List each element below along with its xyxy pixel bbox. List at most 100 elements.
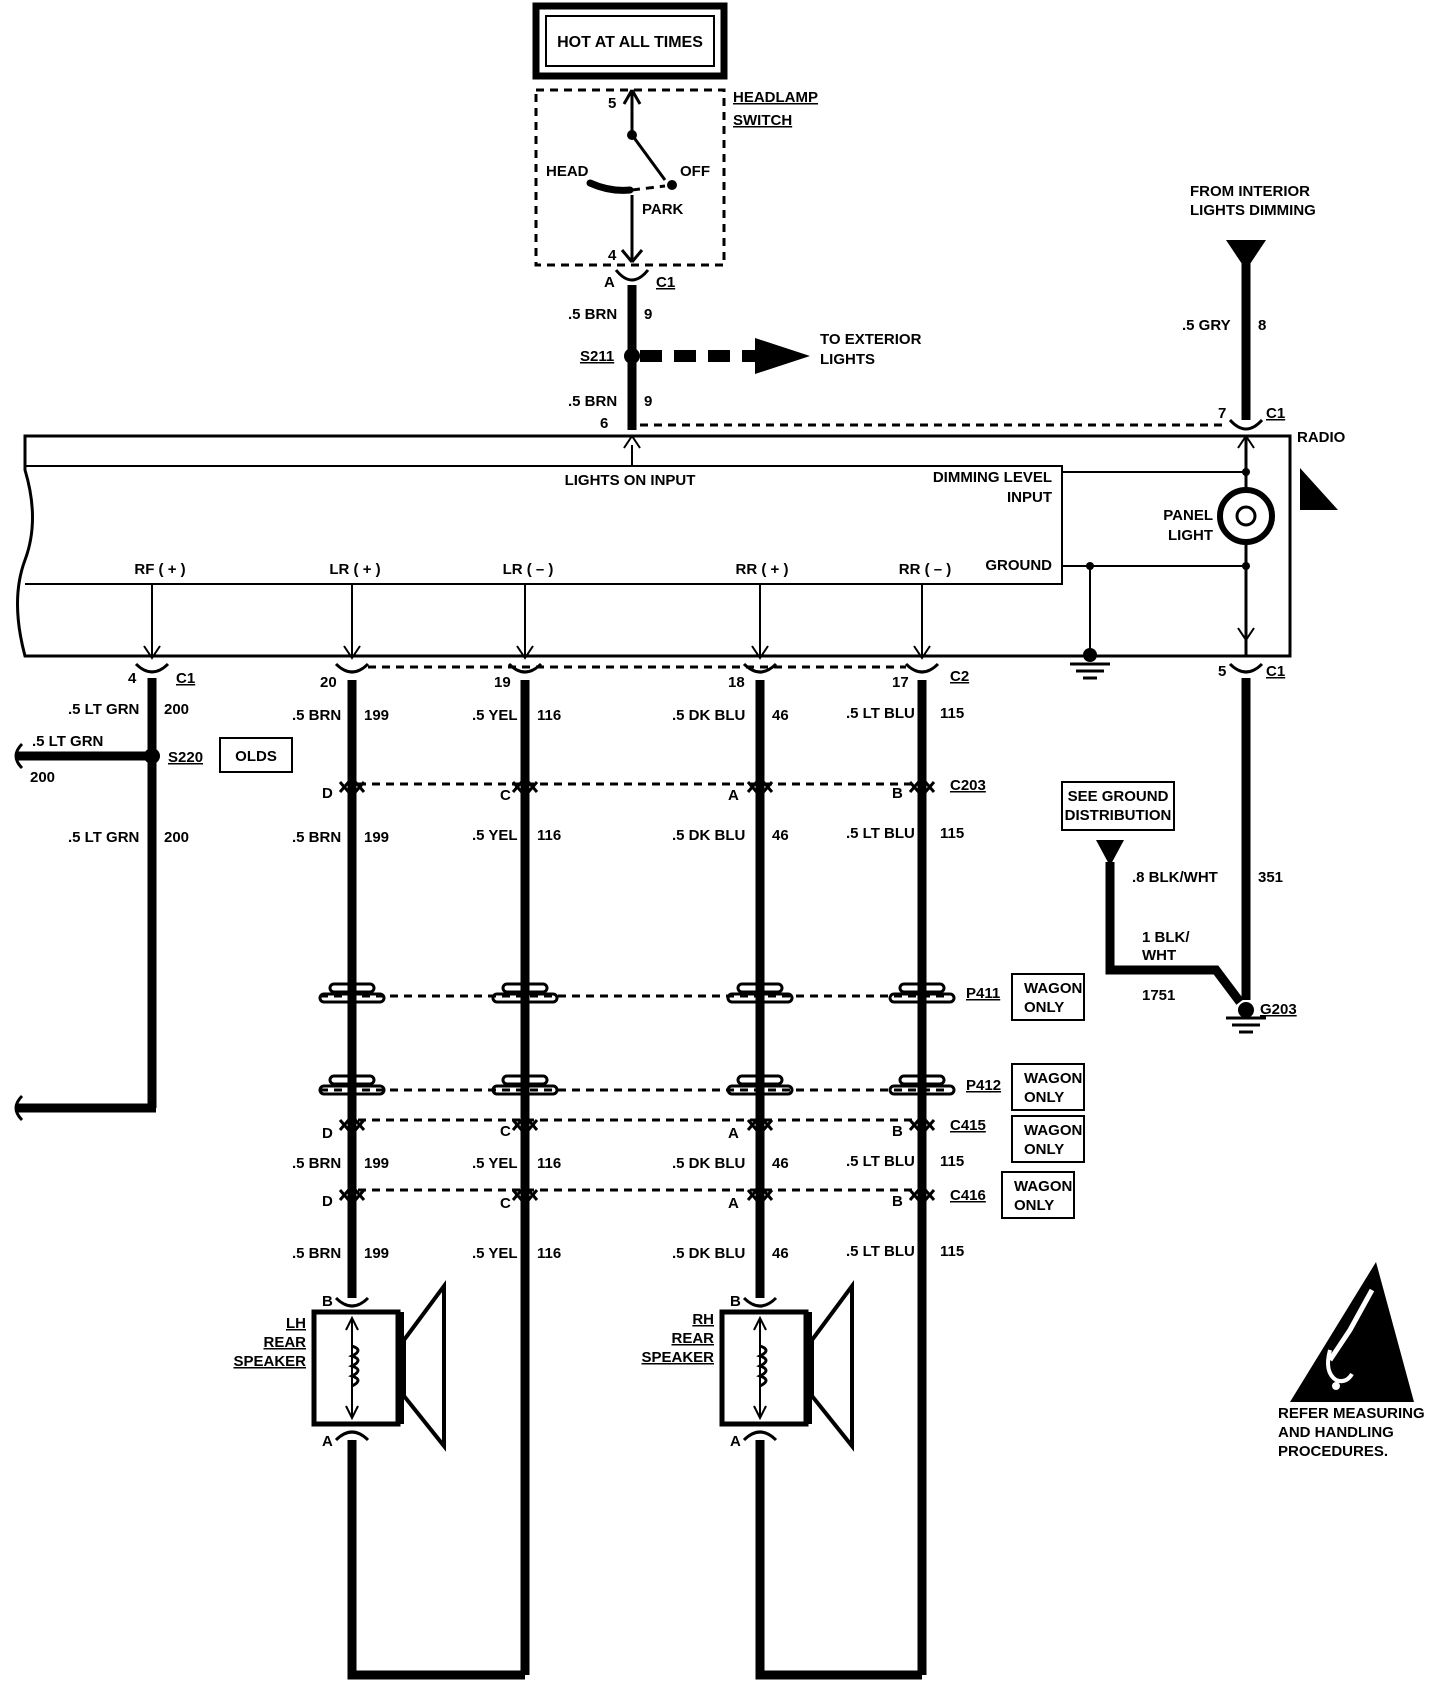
rh-speaker-2: REAR <box>671 1330 714 1347</box>
wire-116-r1: 116 <box>537 707 561 724</box>
pin-19: 19 <box>494 674 511 691</box>
wire-116-r2: 116 <box>537 827 561 844</box>
c415-pin-a: A <box>728 1125 739 1142</box>
c415-wagon-1: WAGON <box>1024 1122 1082 1139</box>
esd-note-1: REFER MEASURING <box>1278 1405 1425 1422</box>
wire-46-r1: 46 <box>772 707 789 724</box>
wire-05-gry: .5 GRY <box>1182 317 1231 334</box>
ground-g203: G203 <box>1260 1001 1297 1018</box>
radio-label: RADIO <box>1297 429 1346 446</box>
from-interior-2: LIGHTS DIMMING <box>1190 202 1316 219</box>
wire-brn-r4: .5 BRN <box>292 1245 341 1262</box>
rh-pin-b: B <box>730 1293 741 1310</box>
c415-pin-b: B <box>892 1123 903 1140</box>
olds-label: OLDS <box>235 748 277 765</box>
c415-pin-c: C <box>500 1123 511 1140</box>
grommet-p411-row: P411 WAGON ONLY <box>318 973 1085 1021</box>
pin-a: A <box>604 274 615 291</box>
connector-c203: C203 <box>950 777 986 794</box>
connector-c415: C415 <box>950 1117 986 1134</box>
wire-brn-r1: .5 BRN <box>292 707 341 724</box>
lh-rear-speaker: B A LH REAR SPEAKER <box>233 1279 446 1452</box>
c415-wagon-2: ONLY <box>1024 1141 1064 1158</box>
see-ground-2: DISTRIBUTION <box>1065 807 1172 824</box>
esd-note-3: PROCEDURES. <box>1278 1443 1388 1460</box>
headlamp-switch-label-2: SWITCH <box>733 112 792 129</box>
c415-pin-d: D <box>322 1125 333 1142</box>
connector-p411: P411 <box>966 985 1000 1002</box>
rh-speaker-1: RH <box>692 1311 714 1328</box>
c416-pin-a: A <box>728 1195 739 1212</box>
lh-pin-a: A <box>322 1433 333 1450</box>
lights-on-circuit: A C1 .5 BRN 9 S211 TO EXTERIOR LIGHTS .5… <box>568 269 1228 432</box>
wire-115-r4: 115 <box>940 1243 964 1260</box>
switch-park-label: PARK <box>642 201 684 218</box>
to-exterior-2: LIGHTS <box>820 351 875 368</box>
lights-on-input-label: LIGHTS ON INPUT <box>565 472 696 489</box>
c416-pin-c: C <box>500 1195 511 1212</box>
wire-46-r2: 46 <box>772 827 789 844</box>
wire-ltblu-r2: .5 LT BLU <box>846 825 915 842</box>
wire-05-brn-upper: .5 BRN <box>568 306 617 323</box>
wire-199-r4: 199 <box>364 1245 389 1262</box>
pin-6: 6 <box>600 415 608 432</box>
c416-wagon-2: ONLY <box>1014 1197 1054 1214</box>
c203-pin-c: C <box>500 787 511 804</box>
lr-plus-label: LR ( + ) <box>329 561 380 578</box>
wire-08-blkwht: .8 BLK/WHT <box>1132 869 1218 886</box>
p411-wagon-1: WAGON <box>1024 980 1082 997</box>
pin-20: 20 <box>320 674 337 691</box>
rh-speaker-3: SPEAKER <box>641 1349 714 1366</box>
speaker-wires <box>347 680 927 1680</box>
connector-c1-dimming: C1 <box>1266 405 1285 422</box>
wire-200-2: 200 <box>164 829 189 846</box>
connector-c2: C2 <box>950 668 969 685</box>
pin-4: 4 <box>128 670 137 687</box>
to-exterior-1: TO EXTERIOR <box>820 331 922 348</box>
rf-circuit: .5 LT GRN 200 .5 LT GRN 200 S220 OLDS .5… <box>14 678 293 1122</box>
switch-head-label: HEAD <box>546 163 589 180</box>
headlamp-switch: 5 HEAD OFF PARK 4 HEADLAMP SWITCH <box>534 88 818 267</box>
wire-1-blk-2: WHT <box>1142 947 1176 964</box>
p412-wagon-1: WAGON <box>1024 1070 1082 1087</box>
wire-1751: 1751 <box>1142 987 1175 1004</box>
see-ground-1: SEE GROUND <box>1068 788 1169 805</box>
rh-pin-a: A <box>730 1433 741 1450</box>
connector-p412: P412 <box>966 1077 1001 1094</box>
p411-wagon-2: ONLY <box>1024 999 1064 1016</box>
wire-yel-r3: .5 YEL <box>472 1155 518 1172</box>
dimming-level-1: DIMMING LEVEL <box>933 469 1052 486</box>
wire-1-blk-1: 1 BLK/ <box>1142 929 1190 946</box>
wire-05-ltgrn-2: .5 LT GRN <box>68 829 139 846</box>
connector-c415-row: D C A B C415 WAGON ONLY <box>322 1113 1085 1163</box>
wire-ltblu-r1: .5 LT BLU <box>846 705 915 722</box>
wire-351: 351 <box>1258 869 1283 886</box>
wire-dkblu-r2: .5 DK BLU <box>672 827 745 844</box>
headlamp-switch-label-1: HEADLAMP <box>733 89 818 106</box>
wire-199-r2: 199 <box>364 829 389 846</box>
panel-light-2: LIGHT <box>1168 527 1213 544</box>
rr-plus-label: RR ( + ) <box>736 561 789 578</box>
pin-17: 17 <box>892 674 909 691</box>
from-interior-1: FROM INTERIOR <box>1190 183 1310 200</box>
dimming-circuit: FROM INTERIOR LIGHTS DIMMING .5 GRY 8 7 … <box>1182 183 1316 431</box>
connector-c416-row: D C A B C416 WAGON ONLY <box>322 1171 1075 1219</box>
lh-speaker-2: REAR <box>263 1334 306 1351</box>
radio-connectors: 4 C1 20 19 18 17 C2 5 C1 <box>128 662 1285 691</box>
panel-light-1: PANEL <box>1163 507 1213 524</box>
wire-46-r3: 46 <box>772 1155 789 1172</box>
rf-plus-label: RF ( + ) <box>134 561 185 578</box>
wire-brn-r2: .5 BRN <box>292 829 341 846</box>
wire-199-r3: 199 <box>364 1155 389 1172</box>
c203-pin-a: A <box>728 787 739 804</box>
wire-116-r3: 116 <box>537 1155 561 1172</box>
radio-body: RADIO LIGHTS ON INPUT DIMMING LEVEL INPU… <box>16 429 1346 680</box>
wire-yel-r1: .5 YEL <box>472 707 518 724</box>
pin-5: 5 <box>1218 663 1226 680</box>
wire-yel-r4: .5 YEL <box>472 1245 518 1262</box>
switch-pin-5: 5 <box>608 95 616 112</box>
c203-pin-b: B <box>892 785 903 802</box>
lh-speaker-1: LH <box>286 1315 306 1332</box>
switch-pin-4: 4 <box>608 247 617 264</box>
